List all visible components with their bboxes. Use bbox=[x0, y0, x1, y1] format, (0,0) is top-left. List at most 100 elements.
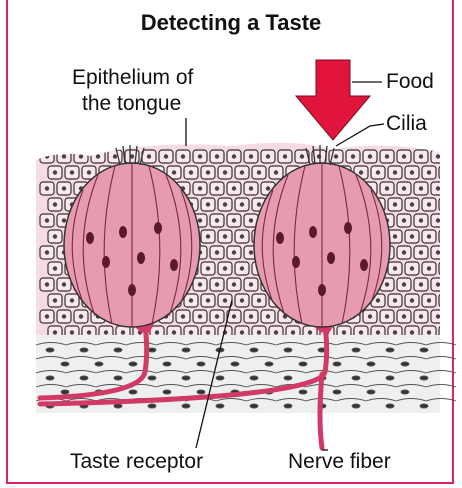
cell-nucleus bbox=[436, 314, 440, 318]
cell-nucleus bbox=[419, 218, 423, 222]
cell-nucleus bbox=[215, 154, 219, 158]
tissue-nucleus bbox=[148, 404, 156, 408]
food-arrow bbox=[296, 60, 370, 140]
cell-nucleus bbox=[274, 330, 278, 334]
cell-nucleus bbox=[215, 250, 219, 254]
tissue-nucleus bbox=[333, 390, 341, 394]
cell-nucleus bbox=[189, 170, 193, 174]
cell-nucleus bbox=[410, 298, 414, 302]
tissue-nucleus bbox=[250, 404, 258, 408]
cell-nucleus bbox=[70, 330, 74, 334]
cell-nucleus bbox=[427, 266, 431, 270]
cell-nucleus bbox=[436, 154, 440, 158]
tissue-nucleus bbox=[401, 362, 409, 366]
cell-nucleus bbox=[232, 282, 236, 286]
cell-nucleus bbox=[436, 186, 440, 190]
cell-nucleus bbox=[410, 266, 414, 270]
cell-nucleus bbox=[45, 186, 49, 190]
epithelial-cell bbox=[439, 294, 453, 307]
cell-nucleus bbox=[232, 154, 236, 158]
cell-nucleus bbox=[232, 314, 236, 318]
cell-nucleus bbox=[419, 314, 423, 318]
cell-nucleus bbox=[181, 314, 185, 318]
cell-nucleus bbox=[427, 330, 431, 334]
tissue-nucleus bbox=[163, 390, 171, 394]
cell-nucleus bbox=[376, 170, 380, 174]
cell-nucleus bbox=[215, 186, 219, 190]
cell-nucleus bbox=[113, 154, 117, 158]
cell-nucleus bbox=[257, 298, 261, 302]
tissue-nucleus bbox=[61, 362, 69, 366]
tissue-nucleus bbox=[182, 348, 190, 352]
cell-nucleus bbox=[70, 170, 74, 174]
cell-nucleus bbox=[240, 330, 244, 334]
tissue-nucleus bbox=[352, 404, 360, 408]
cell-nucleus bbox=[249, 282, 253, 286]
cell-nucleus bbox=[62, 314, 66, 318]
cell-nucleus bbox=[198, 186, 202, 190]
tissue-nucleus bbox=[420, 348, 428, 352]
tissue-nucleus bbox=[46, 376, 54, 380]
cell-nucleus bbox=[155, 330, 159, 334]
tissue-nucleus bbox=[182, 404, 190, 408]
cell-nucleus bbox=[249, 186, 253, 190]
cell-nucleus bbox=[342, 330, 346, 334]
cell-nucleus bbox=[393, 298, 397, 302]
cell-nucleus bbox=[172, 170, 176, 174]
cell-nucleus bbox=[198, 218, 202, 222]
tissue-nucleus bbox=[299, 390, 307, 394]
cell-nucleus bbox=[87, 170, 91, 174]
cell-nucleus bbox=[444, 298, 448, 302]
cell-nucleus bbox=[215, 314, 219, 318]
epithelial-cell bbox=[439, 262, 453, 275]
cell-nucleus bbox=[62, 186, 66, 190]
tissue-nucleus bbox=[299, 362, 307, 366]
tissue-nucleus bbox=[148, 376, 156, 380]
tissue-nucleus bbox=[352, 348, 360, 352]
cell-nucleus bbox=[62, 154, 66, 158]
cell-nucleus bbox=[266, 314, 270, 318]
cell-nucleus bbox=[53, 298, 57, 302]
taste-bud-right bbox=[254, 163, 390, 327]
cell-nucleus bbox=[385, 154, 389, 158]
tissue-nucleus bbox=[284, 376, 292, 380]
tissue-nucleus bbox=[386, 348, 394, 352]
tissue-nucleus bbox=[129, 362, 137, 366]
cell-nucleus bbox=[232, 218, 236, 222]
cell-nucleus bbox=[206, 170, 210, 174]
cell-nucleus bbox=[402, 282, 406, 286]
cell-nucleus bbox=[351, 154, 355, 158]
tissue-nucleus bbox=[80, 348, 88, 352]
cell-nucleus bbox=[419, 186, 423, 190]
cell-nucleus bbox=[257, 170, 261, 174]
cell-nucleus bbox=[444, 330, 448, 334]
cell-nucleus bbox=[104, 330, 108, 334]
cell-nucleus bbox=[164, 154, 168, 158]
cell-nucleus bbox=[402, 186, 406, 190]
epithelial-cell bbox=[439, 198, 453, 211]
cell-nucleus bbox=[121, 330, 125, 334]
label-cilia: Cilia bbox=[386, 112, 427, 136]
cell-nucleus bbox=[393, 330, 397, 334]
cell-nucleus bbox=[444, 234, 448, 238]
cell-nucleus bbox=[359, 170, 363, 174]
cell-nucleus bbox=[436, 218, 440, 222]
cell-nucleus bbox=[436, 250, 440, 254]
cell-nucleus bbox=[300, 154, 304, 158]
tissue-nucleus bbox=[250, 376, 258, 380]
cell-nucleus bbox=[385, 282, 389, 286]
tissue-nucleus bbox=[197, 390, 205, 394]
cell-nucleus bbox=[53, 170, 57, 174]
cell-nucleus bbox=[393, 170, 397, 174]
cell-nucleus bbox=[240, 298, 244, 302]
tissue-nucleus bbox=[333, 362, 341, 366]
cell-nucleus bbox=[206, 202, 210, 206]
cell-nucleus bbox=[257, 330, 261, 334]
cell-nucleus bbox=[45, 154, 49, 158]
epithelial-cell bbox=[439, 166, 453, 179]
cell-nucleus bbox=[147, 154, 151, 158]
tissue-nucleus bbox=[216, 376, 224, 380]
cell-nucleus bbox=[385, 314, 389, 318]
tissue-nucleus bbox=[265, 362, 273, 366]
cell-nucleus bbox=[257, 202, 261, 206]
